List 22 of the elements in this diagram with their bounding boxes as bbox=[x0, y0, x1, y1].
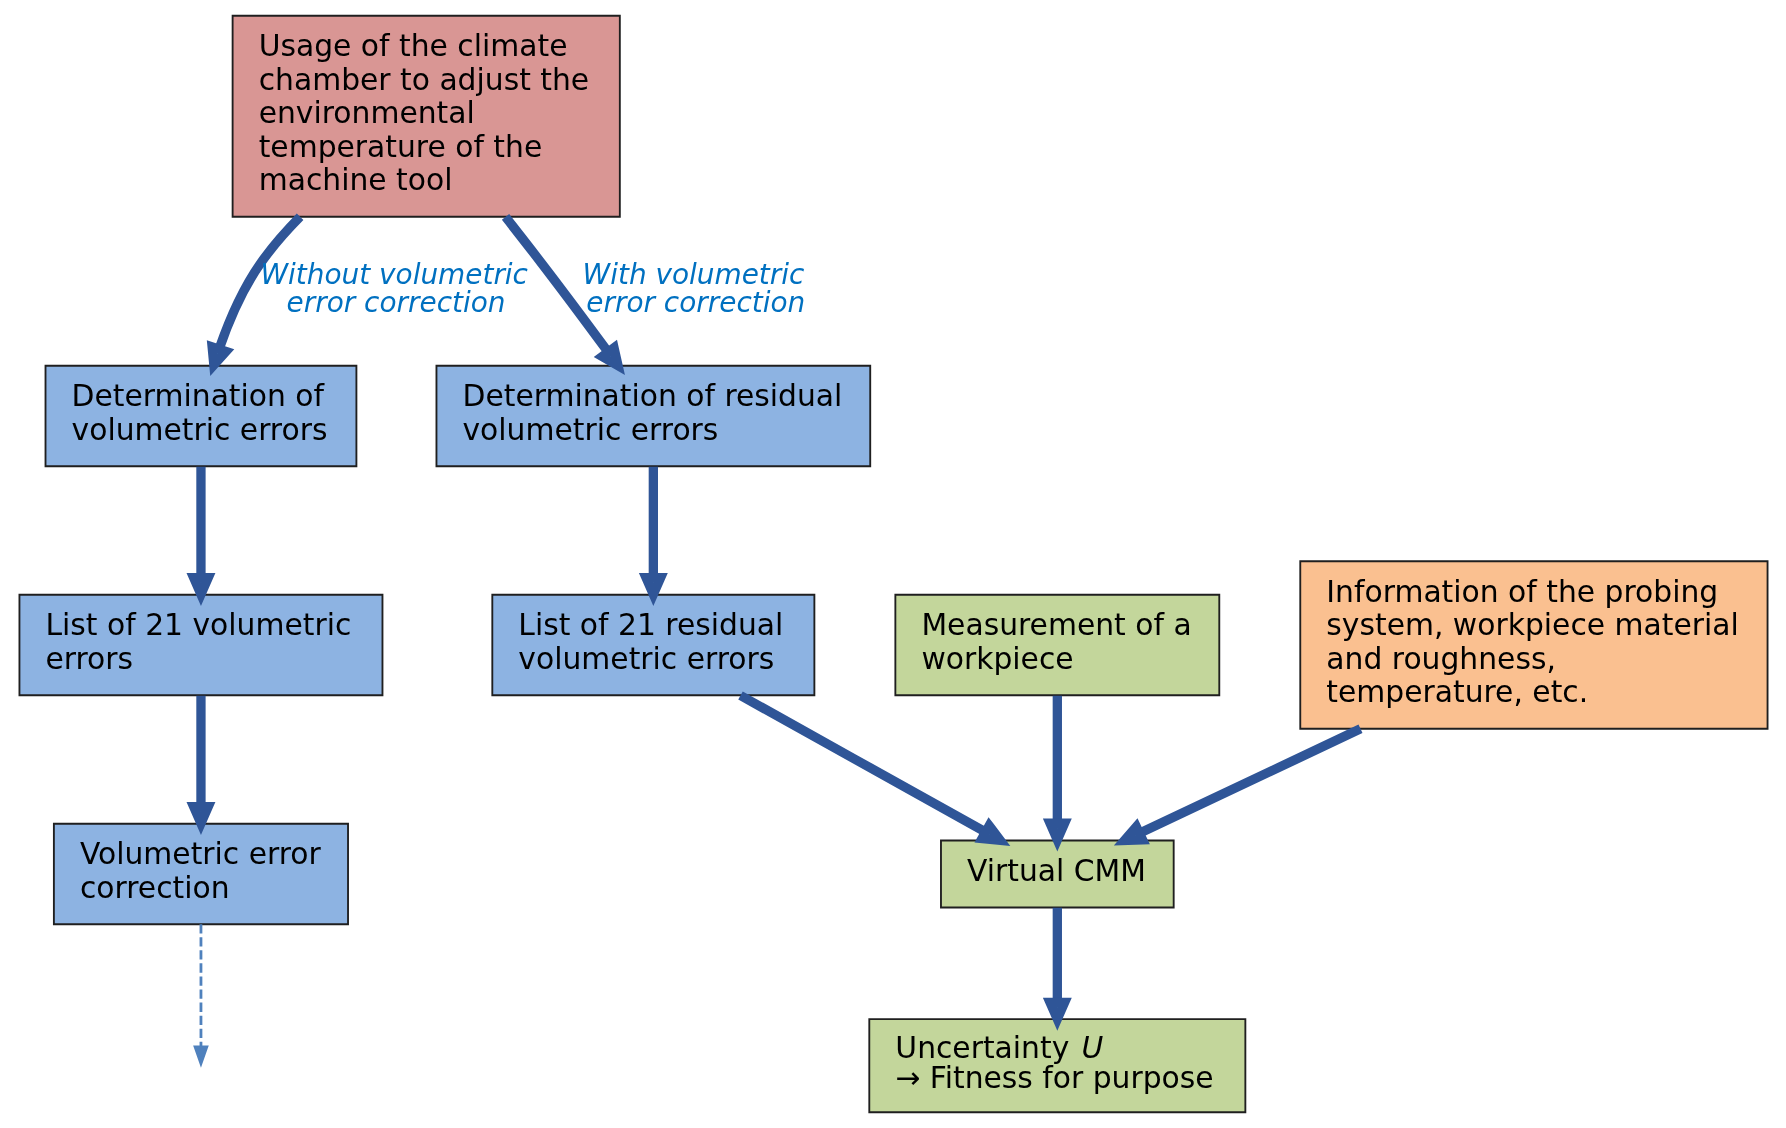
arrow bbox=[737, 691, 1010, 846]
arrow bbox=[206, 213, 303, 377]
node-box: Information of the probing system, workpiece material and roughness, temperature, etc. bbox=[1298, 560, 1768, 730]
node-box: Measurement of a workpiece bbox=[893, 593, 1220, 697]
arrow bbox=[186, 466, 215, 606]
arrow bbox=[638, 466, 668, 606]
node-box: Uncertainty U → Fitness for purpose bbox=[867, 1018, 1246, 1114]
node-box: Determination of residual volumetric errors bbox=[435, 364, 871, 468]
arrow bbox=[1113, 724, 1362, 846]
arrow bbox=[186, 695, 215, 835]
arrow bbox=[1042, 907, 1072, 1031]
arrow bbox=[192, 924, 209, 1068]
node-box: Determination of volumetric errors bbox=[44, 364, 357, 468]
arrow bbox=[1042, 695, 1072, 852]
node-box: Volumetric error correction bbox=[52, 822, 349, 926]
node-box: Usage of the climate chamber to adjust the environmental temperature of the machine tool bbox=[231, 14, 621, 218]
node-box: List of 21 volumetric errors bbox=[18, 593, 383, 697]
arrow bbox=[501, 214, 625, 375]
node-box: Virtual CMM bbox=[939, 839, 1175, 909]
edge-label: With volumetric error correction bbox=[582, 257, 805, 319]
node-box: List of 21 residual volumetric errors bbox=[490, 593, 815, 697]
edge-label: Without volumetric error correction bbox=[260, 257, 528, 319]
